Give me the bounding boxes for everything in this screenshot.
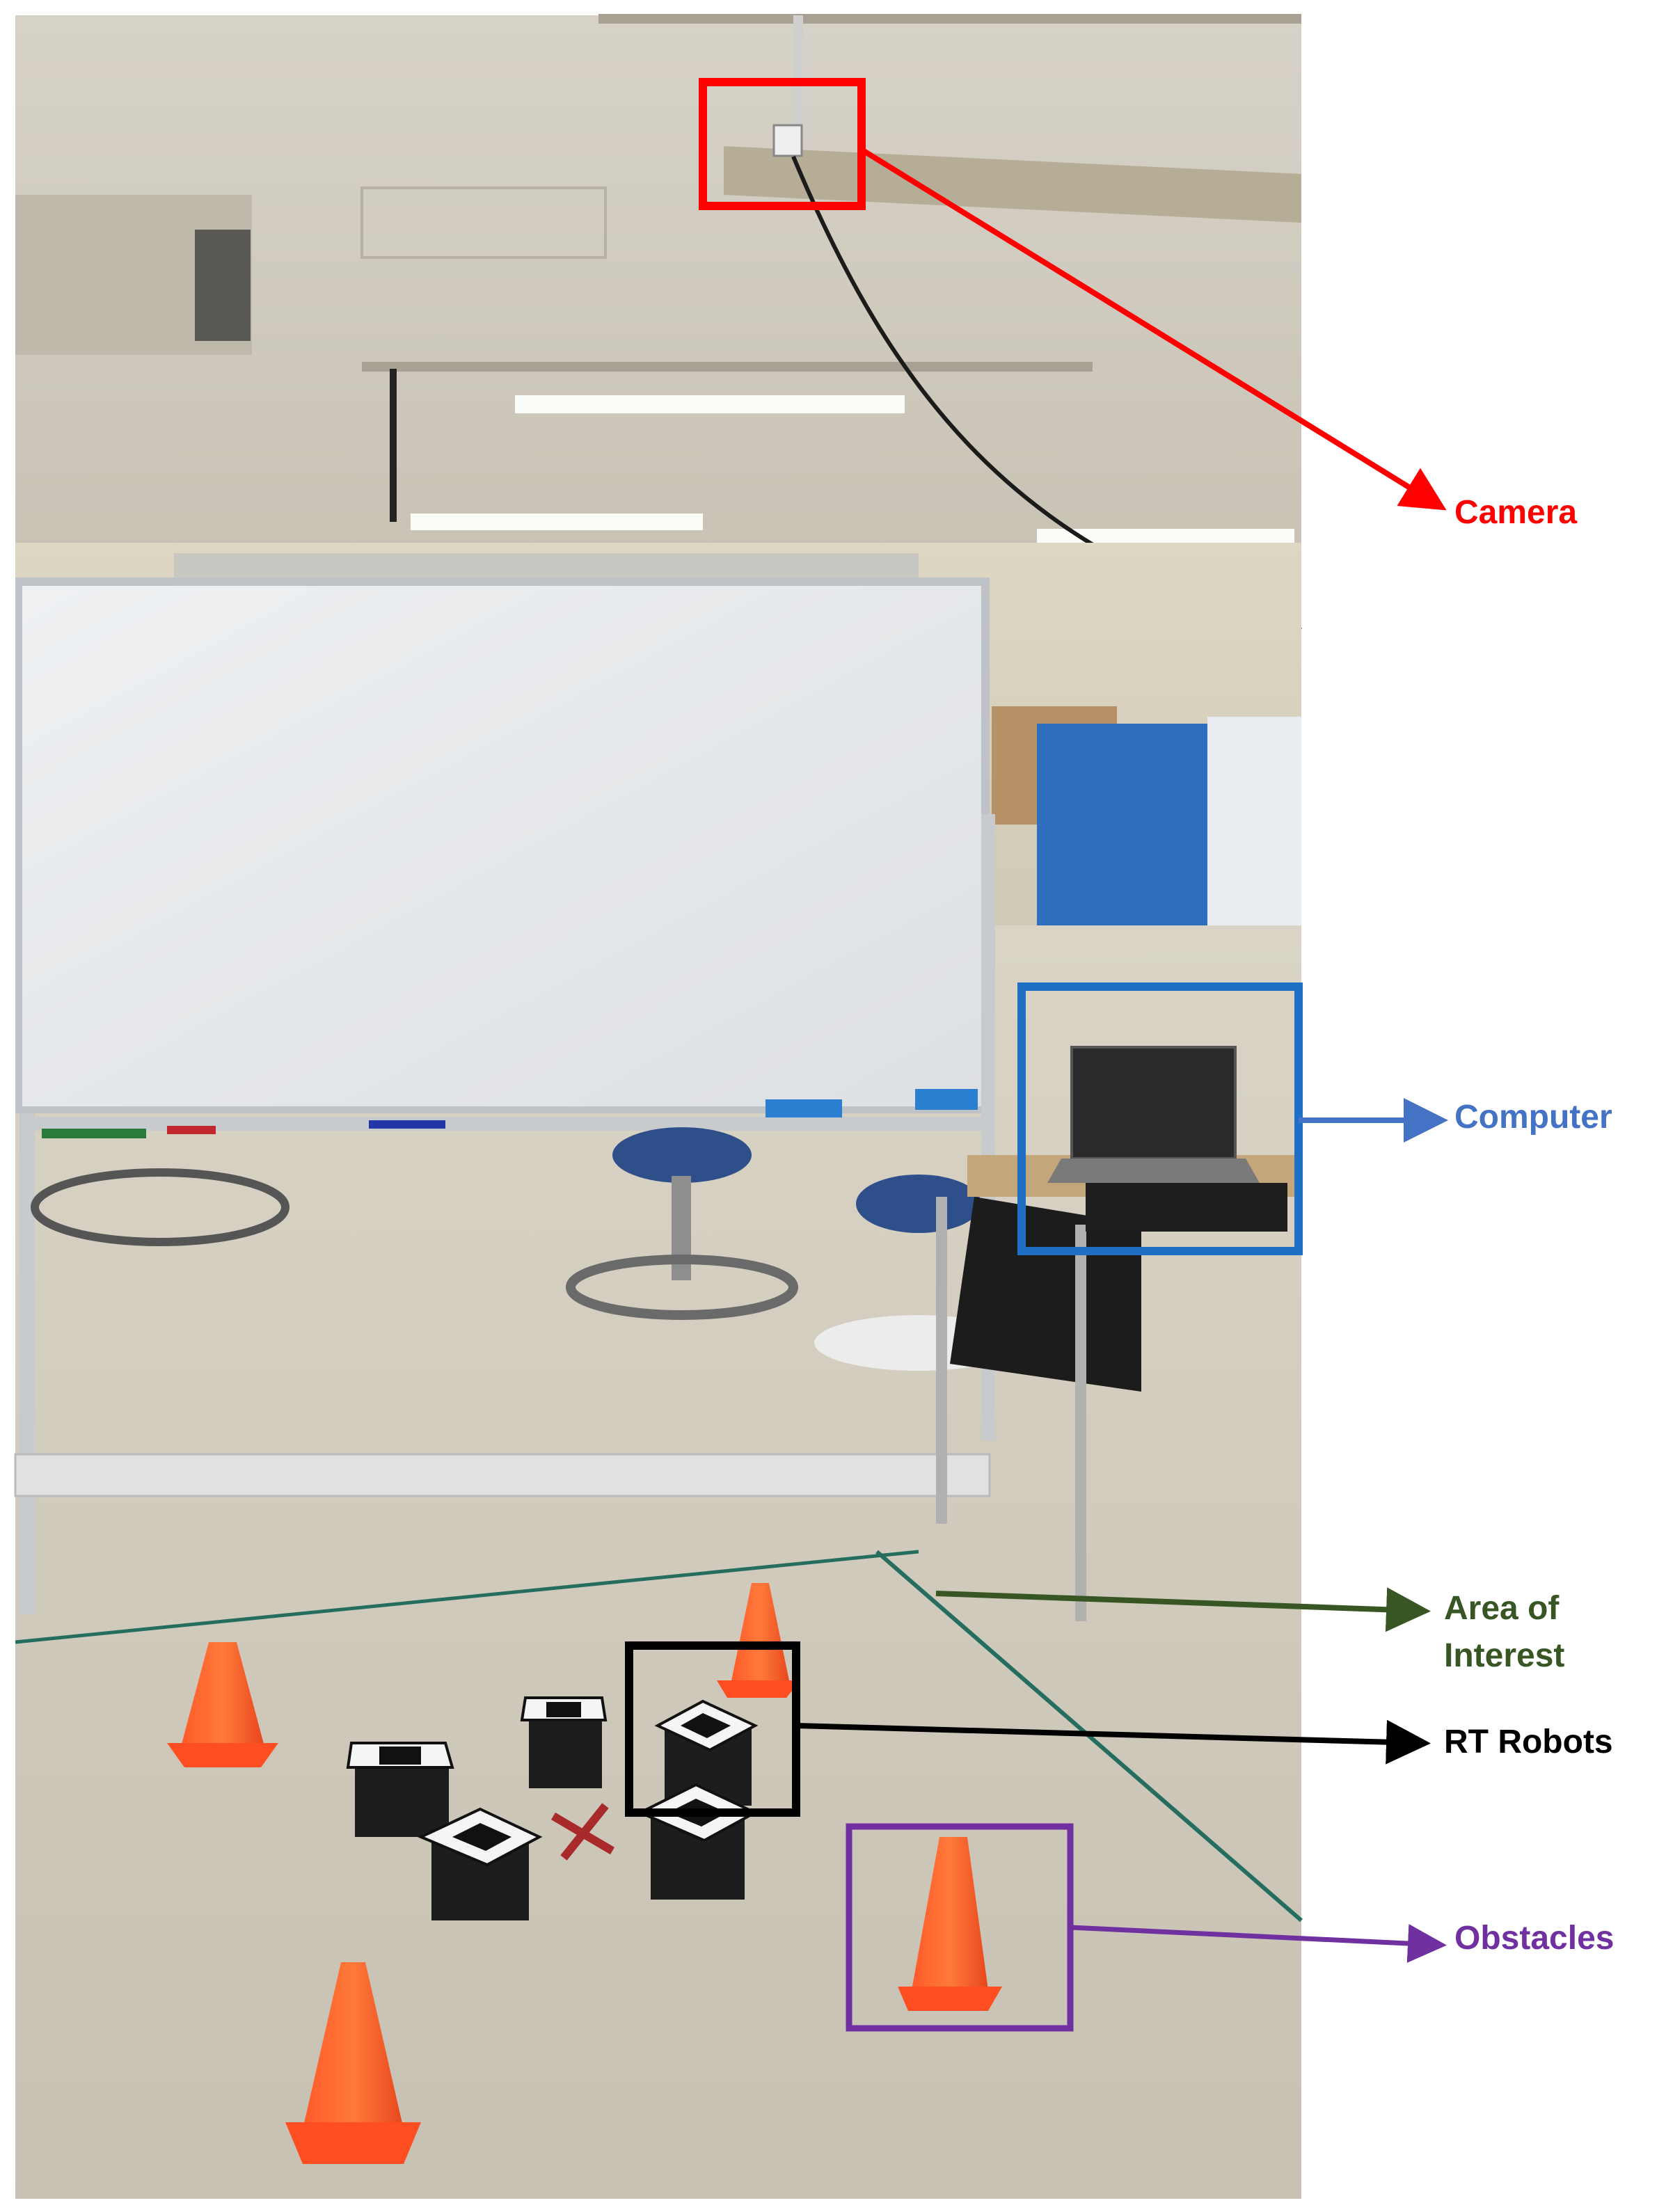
whiteboard <box>22 586 981 1106</box>
robots-highlight-box <box>625 1641 800 1817</box>
eraser <box>765 1099 842 1117</box>
ceiling-panel <box>360 186 607 259</box>
camera-label: Camera <box>1454 494 1578 531</box>
traffic-cone <box>285 1962 421 2164</box>
ceiling-light <box>1037 529 1294 543</box>
chair-seat <box>612 1127 752 1183</box>
robot <box>346 1742 454 1837</box>
robot <box>418 1807 543 1920</box>
vent-slot <box>195 230 251 341</box>
chair-stem <box>672 1176 691 1280</box>
laptop-screen <box>1070 1046 1237 1160</box>
marker-tray <box>21 1117 988 1131</box>
chair-base <box>566 1255 798 1320</box>
ceiling-grille <box>724 146 1301 223</box>
ceiling-light <box>515 395 905 413</box>
traffic-cone <box>898 1837 1002 2011</box>
camera-highlight-box <box>699 78 866 210</box>
ceiling-beam <box>598 14 1301 24</box>
marker <box>167 1126 216 1134</box>
ceiling-beam <box>362 362 1093 372</box>
robot <box>637 1783 759 1900</box>
laptop-box <box>1086 1183 1287 1232</box>
area-of-interest-label: Area of Interest <box>1444 1590 1565 1675</box>
marker <box>42 1129 146 1138</box>
area-arrow <box>935 1587 1431 1632</box>
laptop-keyboard <box>1047 1159 1260 1183</box>
chair-base <box>31 1168 289 1246</box>
desk-leg <box>1075 1225 1086 1621</box>
traffic-cone <box>717 1583 800 1698</box>
desk-screen <box>950 1197 1141 1392</box>
marker <box>369 1120 445 1129</box>
photo <box>14 14 1303 2199</box>
obstacles-label: Obstacles <box>1454 1920 1615 1957</box>
traffic-cone <box>167 1642 278 1767</box>
ceiling-light <box>411 514 703 530</box>
eraser <box>915 1089 978 1110</box>
floor-tape <box>15 1550 919 1644</box>
camera-body <box>772 124 803 157</box>
robots-arrow <box>795 1719 1431 1765</box>
chair-seat <box>856 1175 981 1233</box>
whiteboard-leg <box>19 1113 35 1614</box>
projector-mount <box>390 369 397 522</box>
desk-leg <box>936 1197 947 1524</box>
wall-poster <box>174 553 919 580</box>
rt-robots-label: RT Robots <box>1444 1724 1613 1760</box>
whiteboard-base <box>14 1453 991 1497</box>
computer-label: Computer <box>1454 1099 1612 1136</box>
floor-x-mark <box>560 1803 609 1861</box>
robot <box>520 1696 608 1788</box>
camera-arrow <box>859 147 1447 511</box>
obstacles-arrow <box>1070 1924 1447 1963</box>
